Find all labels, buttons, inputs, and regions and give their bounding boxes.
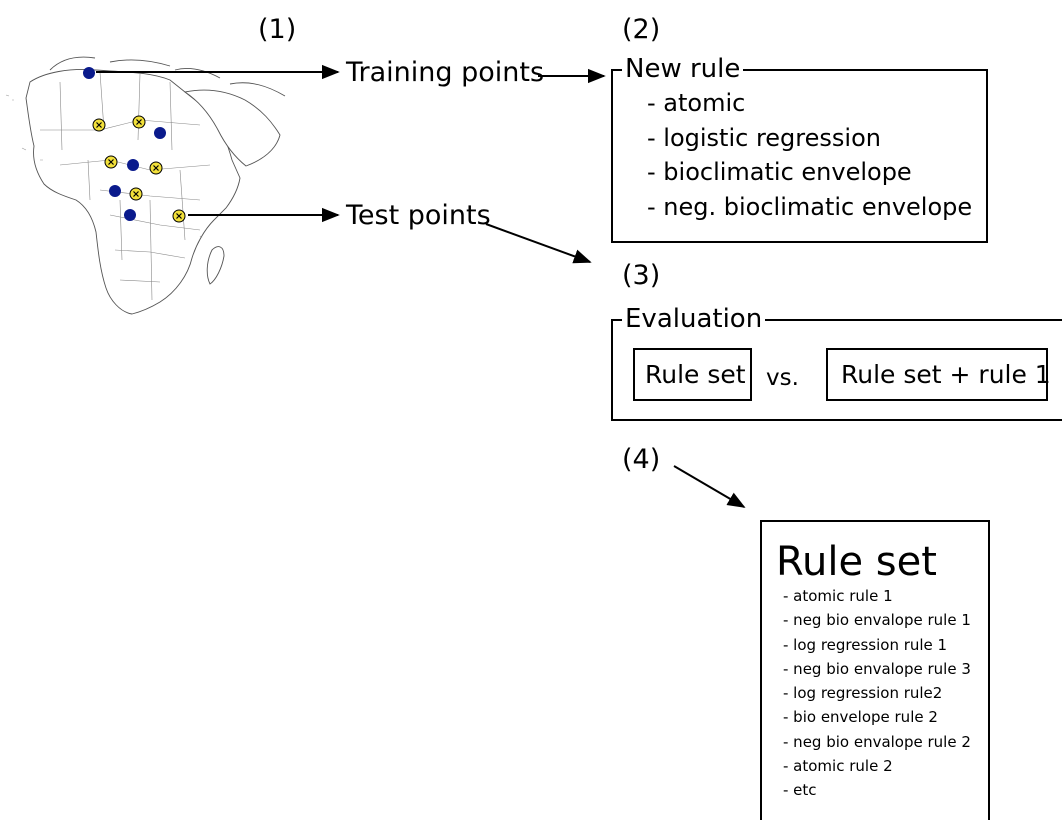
evaluation-box — [611, 319, 1062, 421]
rule-set-item: - etc — [783, 781, 817, 800]
country-borders — [40, 71, 211, 301]
new-rule-item: - bioclimatic envelope — [647, 158, 912, 186]
rule-set-box — [760, 520, 990, 820]
absence-cross-icon — [153, 165, 159, 171]
rule-set-item: - neg bio envalope rule 1 — [783, 611, 971, 630]
presence-point — [127, 159, 139, 171]
evaluation-rule-set-box — [633, 348, 752, 401]
new-rule-list: - atomic - logistic regression - bioclim… — [647, 86, 972, 224]
evaluation-rule-set-plus-box — [826, 348, 1048, 401]
evaluation-vs-label: vs. — [766, 365, 799, 391]
step-2-label: (2) — [622, 14, 661, 45]
europe-coast — [49, 56, 286, 97]
arrow-test-to-evaluation — [485, 223, 592, 264]
presence-point — [124, 209, 136, 221]
presence-point — [83, 67, 95, 79]
rule-set-item: - atomic rule 1 — [783, 587, 893, 605]
absence-cross-icon — [108, 159, 114, 165]
new-rule-item: - atomic — [647, 89, 746, 117]
madagascar-outline — [206, 246, 225, 285]
new-rule-item: - neg. bioclimatic envelope — [647, 192, 973, 221]
presence-point — [109, 185, 121, 197]
test-points-label: Test points — [346, 200, 491, 231]
absence-cross-icon — [136, 119, 142, 125]
map-specks — [5, 94, 203, 239]
absence-cross-icon — [96, 122, 102, 128]
evaluation-rule-set-plus-label: Rule set + rule 1 — [841, 360, 1051, 389]
evaluation-title: Evaluation — [622, 306, 766, 332]
absence-cross-icon — [176, 213, 182, 219]
rule-set-item: - log regression rule2 — [783, 684, 943, 703]
arrow-step4-to-ruleset — [673, 465, 746, 508]
new-rule-item: - logistic regression — [647, 123, 881, 152]
rule-set-item: - neg bio envalope rule 2 — [783, 732, 971, 751]
arabia-outline — [183, 89, 281, 167]
step-3-label: (3) — [622, 260, 661, 291]
training-points-label: Training points — [346, 57, 545, 88]
rule-set-item: - log regression rule 1 — [783, 635, 948, 654]
new-rule-title: New rule — [622, 56, 744, 82]
new-rule-box — [611, 69, 988, 243]
rule-set-list: - atomic rule 1 - neg bio envalope rule … — [783, 584, 971, 803]
step-1-label: (1) — [258, 14, 297, 45]
step-4-label: (4) — [622, 444, 661, 475]
africa-map — [5, 56, 286, 315]
rule-set-item: - neg bio envalope rule 3 — [783, 659, 971, 678]
evaluation-rule-set-label: Rule set — [645, 360, 746, 389]
rule-set-item: - atomic rule 2 — [783, 757, 893, 776]
rule-set-item: - bio envelope rule 2 — [783, 708, 938, 727]
presence-point — [154, 127, 166, 139]
training-points — [83, 67, 186, 223]
rule-set-title: Rule set — [776, 539, 937, 585]
absence-cross-icon — [133, 191, 139, 197]
